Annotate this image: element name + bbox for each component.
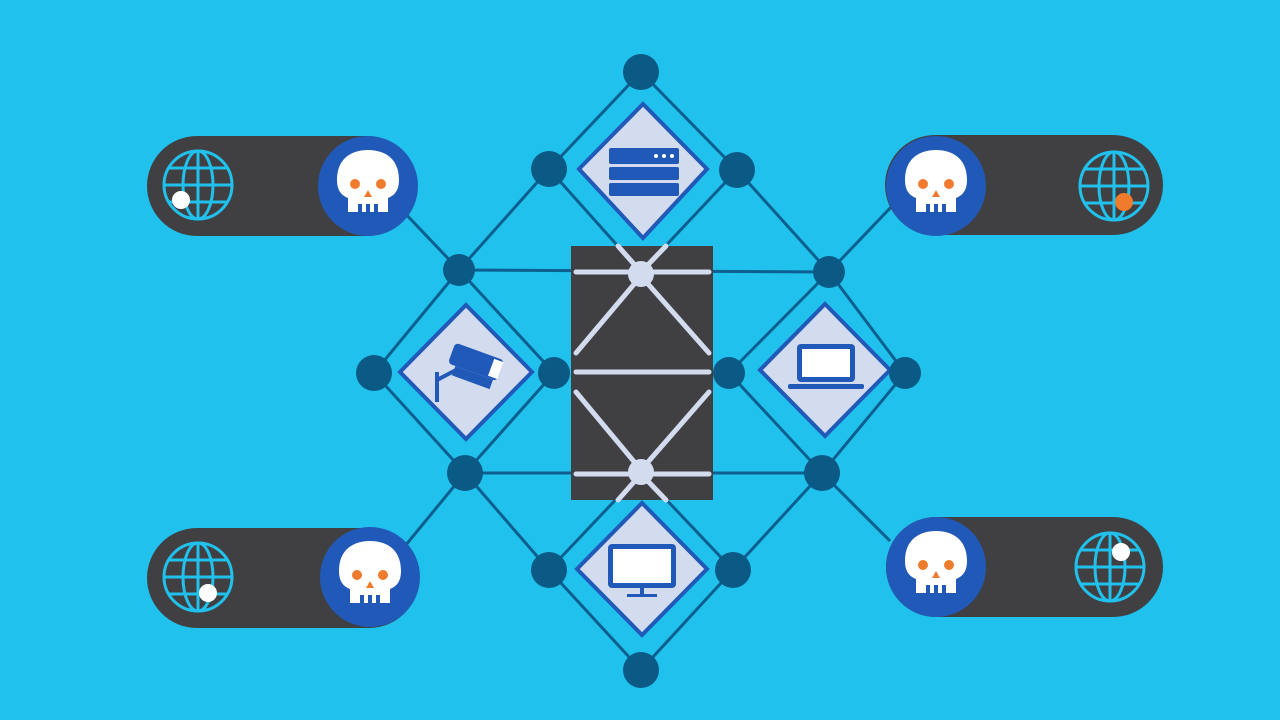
node (623, 652, 659, 688)
node (804, 455, 840, 491)
attacker-bottom-right (886, 517, 1163, 617)
node (623, 54, 659, 90)
globe-icon (162, 149, 234, 221)
node (443, 254, 475, 286)
attacker-bottom-left (147, 527, 420, 628)
camera-tile (397, 302, 535, 442)
location-marker (172, 191, 190, 209)
node (356, 355, 392, 391)
globe-icon (1074, 531, 1146, 603)
laptop-tile (757, 301, 893, 439)
node (715, 552, 751, 588)
node (713, 357, 745, 389)
laptop-icon (788, 344, 864, 389)
location-marker (199, 584, 217, 602)
node (813, 256, 845, 288)
location-marker (1112, 543, 1130, 561)
node (531, 552, 567, 588)
network-nodes (356, 54, 921, 688)
server-icon (609, 148, 679, 196)
node (889, 357, 921, 389)
attacker-top-left (147, 136, 418, 236)
node (719, 152, 755, 188)
node (531, 151, 567, 187)
location-marker (1115, 193, 1133, 211)
monitor-tile (574, 500, 710, 638)
node (447, 455, 483, 491)
security-camera-icon (435, 343, 504, 402)
monitor-icon (608, 544, 676, 597)
server-tile (576, 101, 710, 241)
firewall-panel (571, 243, 713, 503)
globe-icon (162, 541, 234, 613)
globe-icon (1078, 150, 1150, 222)
attacker-top-right (885, 135, 1163, 236)
node (538, 357, 570, 389)
